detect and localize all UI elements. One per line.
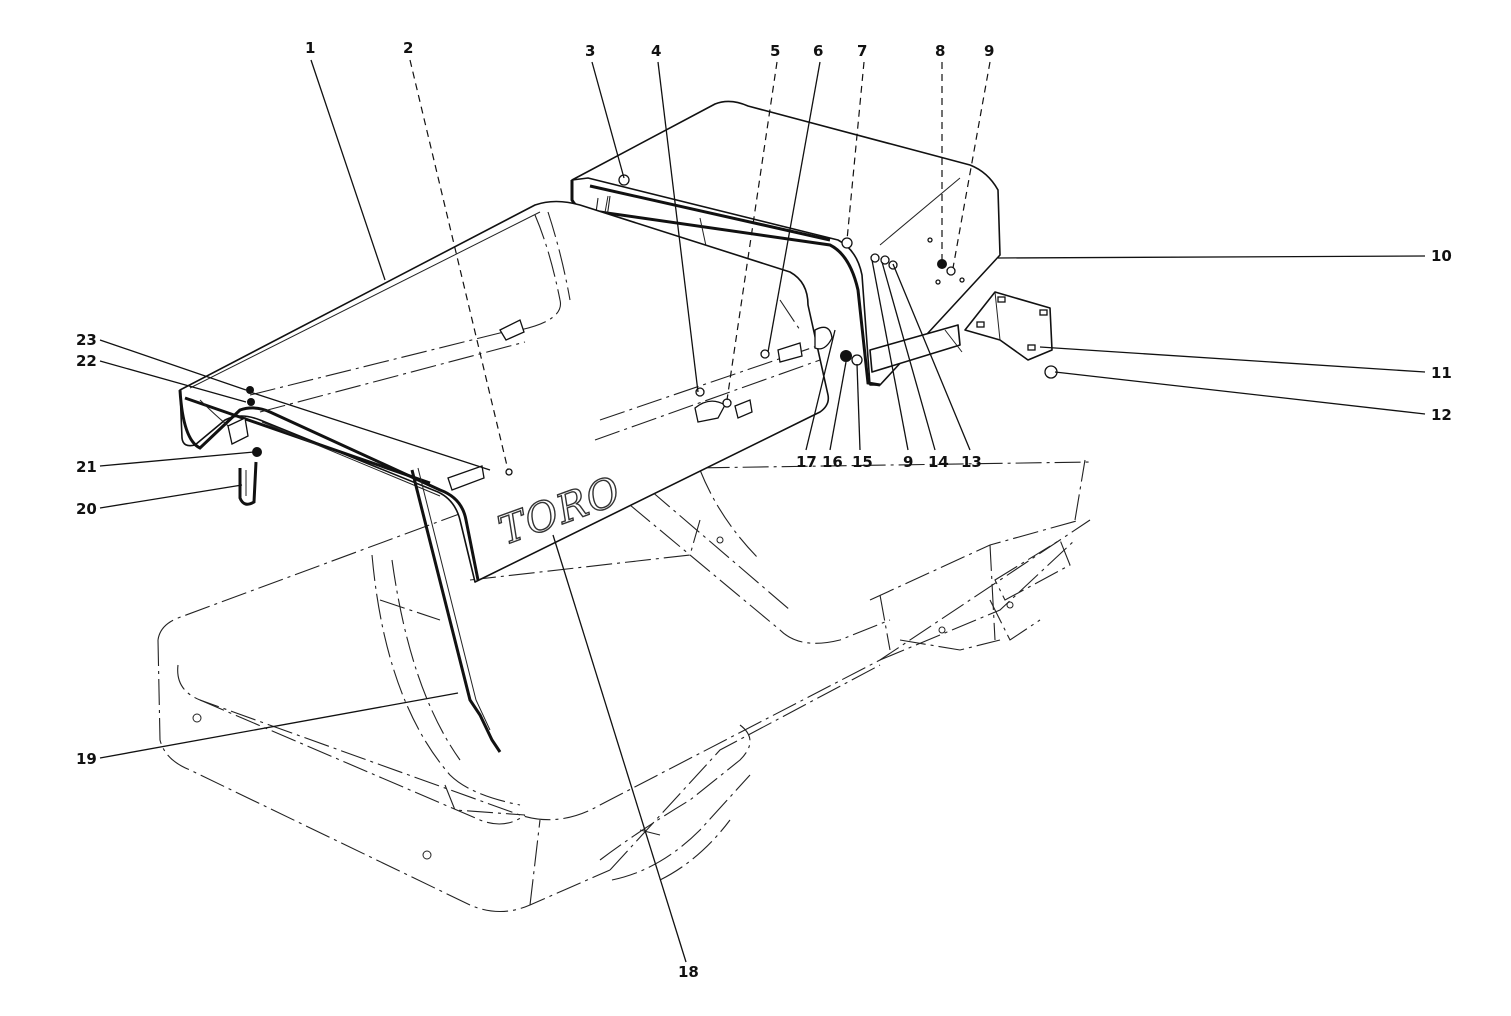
hardware-items: [246, 174, 1058, 476]
callout-5: 5: [770, 42, 780, 60]
callout-8: 8: [935, 42, 945, 60]
callout-21: 21: [76, 458, 97, 476]
callout-7: 7: [857, 42, 867, 60]
callout-4: 4: [651, 42, 661, 60]
callout-18: 18: [678, 963, 699, 981]
callout-3: 3: [585, 42, 595, 60]
callout-9-top: 9: [984, 42, 994, 60]
callouts: 1 2 3 4 5 6 7 8 9 10 11 12 13 14 9 15 16…: [76, 39, 1452, 981]
callout-10: 10: [1431, 247, 1452, 265]
u-bolt: [238, 461, 258, 506]
callout-22: 22: [76, 352, 97, 370]
callout-20: 20: [76, 500, 97, 518]
callout-2: 2: [403, 39, 413, 57]
callout-1: 1: [305, 39, 315, 57]
callout-9-bottom: 9: [903, 453, 913, 471]
callout-11: 11: [1431, 364, 1452, 382]
callout-16: 16: [822, 453, 843, 471]
callout-17: 17: [796, 453, 817, 471]
callout-19: 19: [76, 750, 97, 768]
seat-body: TORO: [178, 200, 833, 583]
phantom-frame: [157, 459, 1091, 913]
callout-6: 6: [813, 42, 823, 60]
callout-14: 14: [928, 453, 949, 471]
callout-13: 13: [961, 453, 982, 471]
callout-12: 12: [1431, 406, 1452, 424]
callout-23: 23: [76, 331, 97, 349]
leader-lines: [99, 59, 1426, 963]
side-bracket: [964, 291, 1053, 361]
callout-15: 15: [852, 453, 873, 471]
prop-rod: [410, 467, 502, 753]
